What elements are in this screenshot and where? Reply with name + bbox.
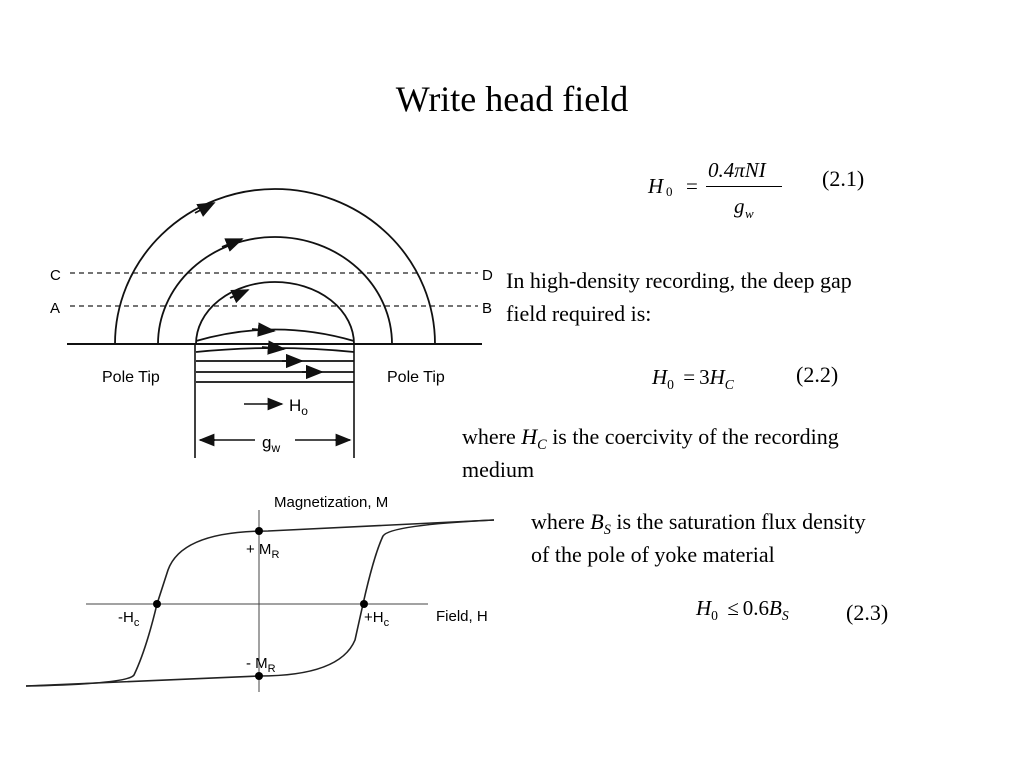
equation-2-3: H0 ≤0.6BS: [696, 596, 789, 623]
eq3-rhs-sub: S: [781, 607, 789, 623]
eq2-equals: =: [683, 365, 696, 389]
eq1-lhs: H: [648, 174, 664, 198]
eq2-lhs: H: [652, 365, 668, 389]
equation-number-2-3: (2.3): [846, 600, 889, 625]
fraction-bar: [706, 186, 782, 187]
plus-mr-point: [255, 527, 263, 535]
eq1-numerator: 0.4πNI: [708, 158, 766, 182]
arrow-icon: [261, 340, 286, 355]
eq3-lhs-sub: 0: [711, 607, 718, 623]
paragraph-deep-gap: In high-density recording, the deep gap …: [506, 264, 852, 330]
paragraph-saturation: where BS is the saturation flux density …: [531, 505, 1001, 571]
plus-hc-point: [360, 600, 368, 608]
equation-number-2-2: (2.2): [796, 362, 839, 387]
arrow-icon: [221, 238, 244, 252]
eq3-rhs-var: B: [769, 596, 782, 620]
paragraph-text: is the coercivity of the recording: [546, 424, 839, 449]
x-axis-label: Field, H: [436, 608, 488, 625]
arrow-icon: [251, 322, 276, 337]
plus-hc-label: +Hc: [364, 609, 390, 629]
minus-mr-label: - MR: [246, 655, 276, 675]
label-a: A: [50, 300, 60, 317]
eq3-coef: 0.6: [742, 596, 770, 620]
paragraph-line: field required is:: [506, 301, 652, 326]
eq1-denominator: g: [734, 194, 745, 218]
eq1-lhs-sub: 0: [666, 184, 673, 199]
pole-tip-right-label: Pole Tip: [387, 369, 445, 386]
eq3-le: ≤: [727, 596, 739, 620]
eq2-rhs-sub: C: [724, 376, 734, 392]
equation-number-2-1: (2.1): [822, 166, 865, 191]
minus-hc-point: [153, 600, 161, 608]
variable-hc: H: [521, 424, 538, 449]
y-axis-label: Magnetization, M: [274, 494, 388, 511]
paragraph-line: of the pole of yoke material: [531, 542, 775, 567]
ho-label: Ho: [289, 396, 308, 418]
eq2-lhs-sub: 0: [667, 376, 674, 392]
slide-title: Write head field: [395, 79, 629, 119]
hysteresis-loop-diagram: Magnetization, M Field, H + MR - MR -Hc …: [25, 494, 495, 692]
write-head-diagram: C A D B Pole Tip Pole Tip Ho gw: [50, 188, 493, 458]
plus-mr-label: + MR: [246, 541, 279, 561]
variable-bs-sub: S: [603, 522, 611, 538]
paragraph-line: medium: [462, 457, 535, 482]
field-line-inner: [195, 281, 355, 345]
label-c: C: [50, 267, 61, 284]
eq2-coef: 3: [699, 365, 710, 389]
paragraph-line: In high-density recording, the deep gap: [506, 268, 852, 293]
eq3-lhs: H: [696, 596, 712, 620]
pole-tip-left-label: Pole Tip: [102, 369, 160, 386]
eq2-rhs-var: H: [709, 365, 725, 389]
paragraph-text: is the saturation flux density: [610, 509, 866, 534]
equation-2-1: H 0 = 0.4πNI g w: [648, 158, 788, 228]
variable-bs: B: [590, 509, 604, 534]
minus-hc-label: -Hc: [118, 609, 140, 629]
field-line-middle: [157, 236, 393, 345]
arrow-icon: [194, 202, 216, 217]
variable-hc-sub: C: [537, 437, 547, 453]
label-d: D: [482, 267, 493, 284]
minus-mr-point: [255, 672, 263, 680]
paragraph-text: where: [462, 424, 522, 449]
eq1-equals: =: [686, 174, 698, 198]
label-b: B: [482, 300, 492, 317]
paragraph-coercivity: where HC is the coercivity of the record…: [462, 420, 1002, 486]
gw-label: gw: [262, 433, 280, 455]
arrow-icon: [229, 289, 250, 304]
equation-2-2: H0 =3HC: [652, 365, 734, 392]
field-line-outer: [114, 188, 436, 345]
paragraph-text: where: [531, 509, 591, 534]
eq1-denominator-sub: w: [745, 206, 754, 221]
hysteresis-lower-branch: [25, 519, 495, 687]
gap-field-line: [195, 328, 355, 342]
